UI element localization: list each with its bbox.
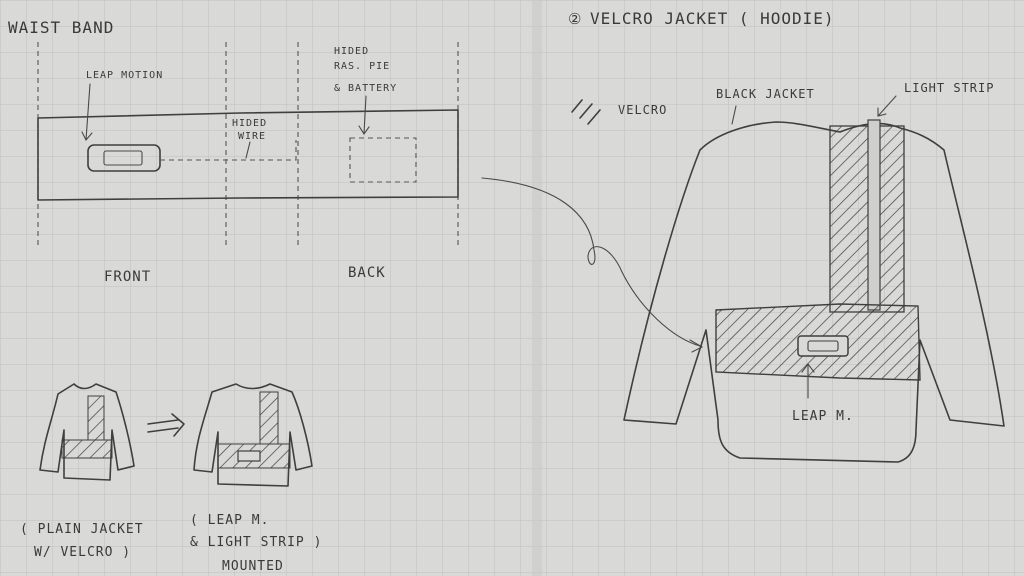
jacket-section-number: ② — [568, 10, 582, 28]
hided-pi-label-3: & BATTERY — [334, 83, 397, 94]
jacket-title: VELCRO JACKET ( HOODIE) — [590, 9, 835, 28]
back-label: BACK — [348, 265, 386, 281]
mounted-jacket-outline — [193, 383, 313, 487]
light-strip-arrow — [877, 95, 897, 117]
plain-jacket-outline — [39, 383, 135, 481]
mounted-caption-2: & LIGHT STRIP ) — [190, 535, 322, 550]
plain-jacket-velcro-band — [61, 439, 113, 459]
jacket-light-strip — [867, 119, 881, 311]
hided-pi-label-1: HIDED — [334, 46, 369, 57]
jacket-leap-device — [797, 335, 849, 357]
black-jacket-label: BLACK JACKET — [716, 87, 815, 101]
waist-band-sketch: WAIST BAND LEAP MOTION HIDED WIRE HIDED … — [8, 18, 459, 285]
black-jacket-arrow — [731, 105, 737, 125]
notebook-fold — [532, 0, 542, 576]
waist-band-outline — [37, 109, 459, 201]
plain-jacket-sketch — [39, 383, 135, 481]
hided-wire-label-1: HIDED — [232, 118, 267, 129]
leap-label-arrow — [801, 363, 815, 399]
light-strip-label: LIGHT STRIP — [904, 81, 994, 95]
plain-jacket-velcro-strip — [87, 395, 105, 441]
leap-motion-device — [87, 144, 161, 172]
mounted-jacket-sketch — [193, 383, 313, 487]
velcro-legend-hatch — [571, 99, 601, 125]
mounted-leap-device — [237, 450, 261, 462]
hided-pi-arrow — [358, 95, 370, 135]
velcro-legend-label: VELCRO — [618, 103, 667, 117]
hided-wire — [160, 140, 297, 161]
hided-wire-label-2: WIRE — [238, 131, 266, 142]
mounted-caption-3: MOUNTED — [222, 559, 284, 574]
jacket-leap-sensor — [807, 340, 839, 352]
plain-jacket-caption-2: W/ VELCRO ) — [34, 545, 131, 560]
leap-motion-sensor — [103, 150, 143, 166]
transform-arrow — [147, 413, 185, 437]
mounted-jacket-light-strip — [259, 391, 279, 445]
connector-curve — [481, 177, 701, 347]
waist-band-title: WAIST BAND — [8, 18, 114, 37]
leap-label: LEAP M. — [792, 409, 854, 424]
leap-motion-label: LEAP MOTION — [86, 70, 163, 81]
plain-jacket-caption-1: ( PLAIN JACKET — [20, 522, 144, 537]
jacket-outline — [623, 121, 1005, 463]
hided-pi-box — [349, 137, 417, 183]
mounted-caption-1: ( LEAP M. — [190, 513, 269, 528]
connector-arrowhead — [689, 339, 704, 353]
hided-wire-arrow — [245, 141, 251, 159]
front-label: FRONT — [104, 269, 151, 285]
leap-motion-arrow — [81, 83, 93, 141]
velcro-jacket-sketch: ② VELCRO JACKET ( HOODIE) VELCRO BLACK J… — [568, 9, 1005, 463]
hided-pi-label-2: RAS. PIE — [334, 61, 390, 72]
jacket-velcro-strip — [829, 125, 905, 313]
